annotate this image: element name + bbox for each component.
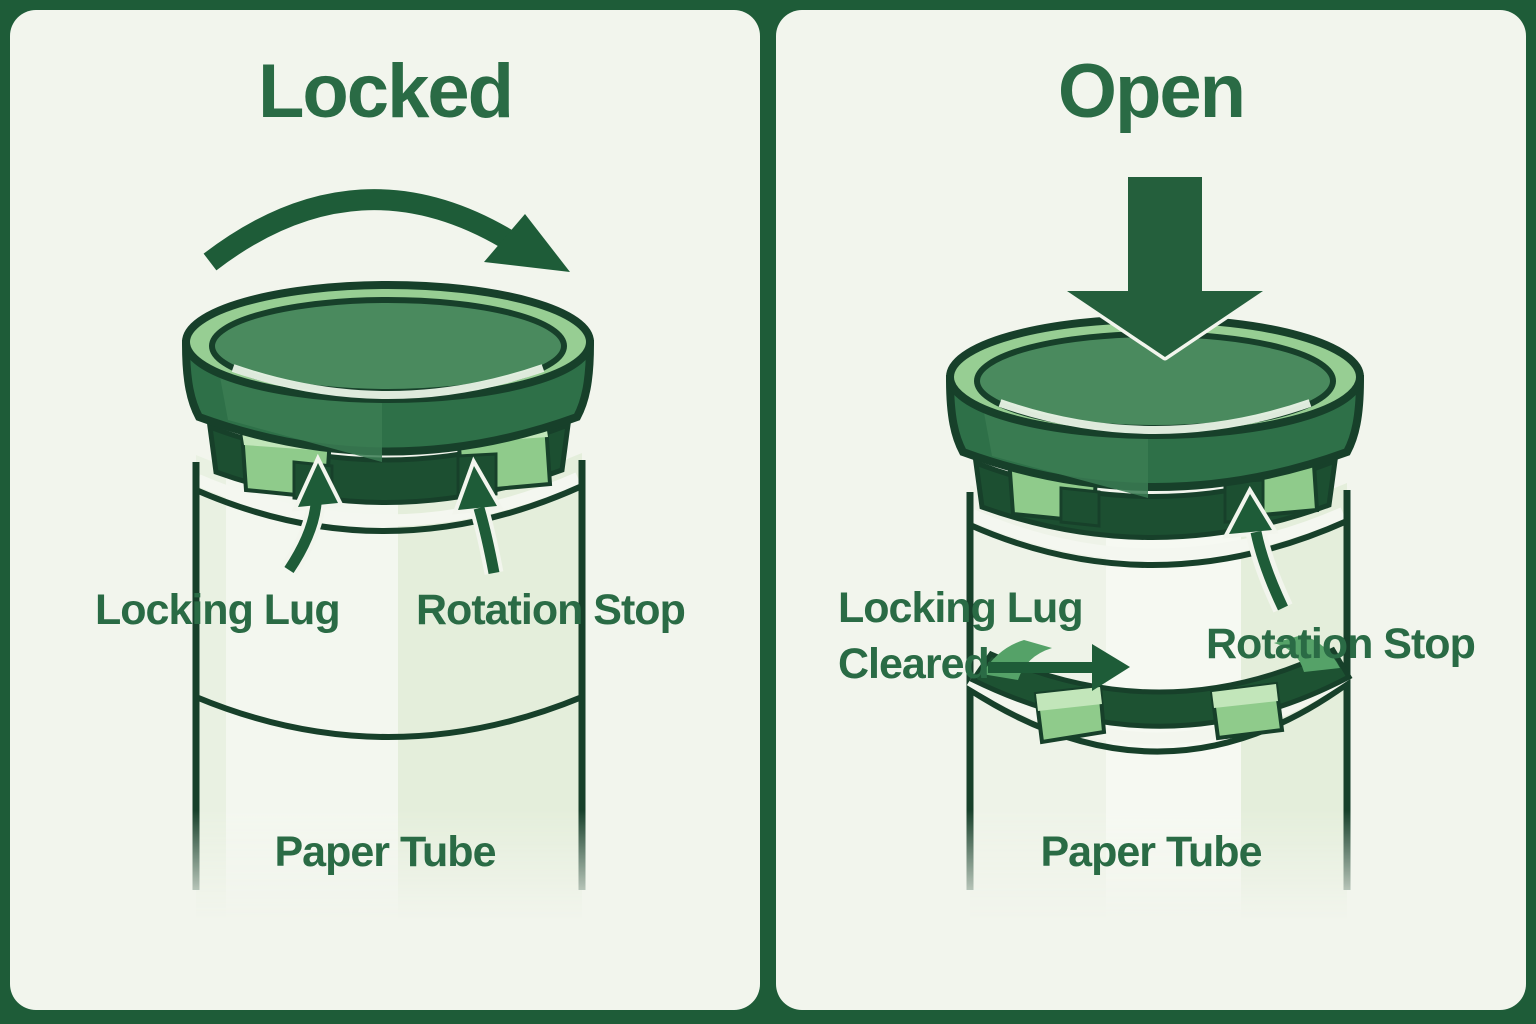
locked-title: Locked	[257, 49, 514, 134]
locked-illustration	[181, 189, 595, 930]
paper-tube	[192, 453, 586, 930]
tube-rim-line	[194, 483, 584, 534]
locking-lug-cleared-label-line1: Locking Lug	[838, 584, 1084, 632]
tube-rim-highlight	[195, 472, 581, 527]
open-panel: Open Locking Lug Cleared Rotation Stop P…	[776, 10, 1526, 1010]
cleared-locking-lug	[1033, 684, 1107, 745]
press-down-arrow-icon	[1063, 173, 1267, 361]
locking-lug-cleared-label-line2: Cleared	[838, 640, 990, 688]
cleared-lugs-band	[966, 635, 1353, 755]
paper-tube-label: Paper Tube	[274, 828, 497, 876]
locking-lug-pointer-arrow	[281, 453, 345, 576]
open-illustration	[945, 173, 1365, 930]
tube-rim-line	[968, 518, 1349, 568]
locked-panel: Locked Locking Lug Rotation Stop Paper T…	[10, 10, 760, 1010]
cap	[945, 315, 1365, 498]
rotation-stop-label: Rotation Stop	[1206, 620, 1476, 668]
rotation-stop-pointer-arrow	[1222, 485, 1293, 613]
rotation-stop-label: Rotation Stop	[416, 586, 686, 634]
tube-rim-highlight	[969, 507, 1346, 561]
tube-joint-line	[194, 694, 584, 740]
rotate-clockwise-arrow-icon	[203, 189, 570, 272]
rotation-stop-pointer-arrow	[452, 456, 504, 575]
cap	[181, 281, 595, 462]
cleared-pointer-arrow	[988, 644, 1130, 691]
locking-lug-label: Locking Lug	[95, 586, 341, 634]
paper-tube-label: Paper Tube	[1040, 828, 1263, 876]
open-title: Open	[1057, 49, 1246, 134]
cleared-second-lug	[1209, 681, 1285, 741]
